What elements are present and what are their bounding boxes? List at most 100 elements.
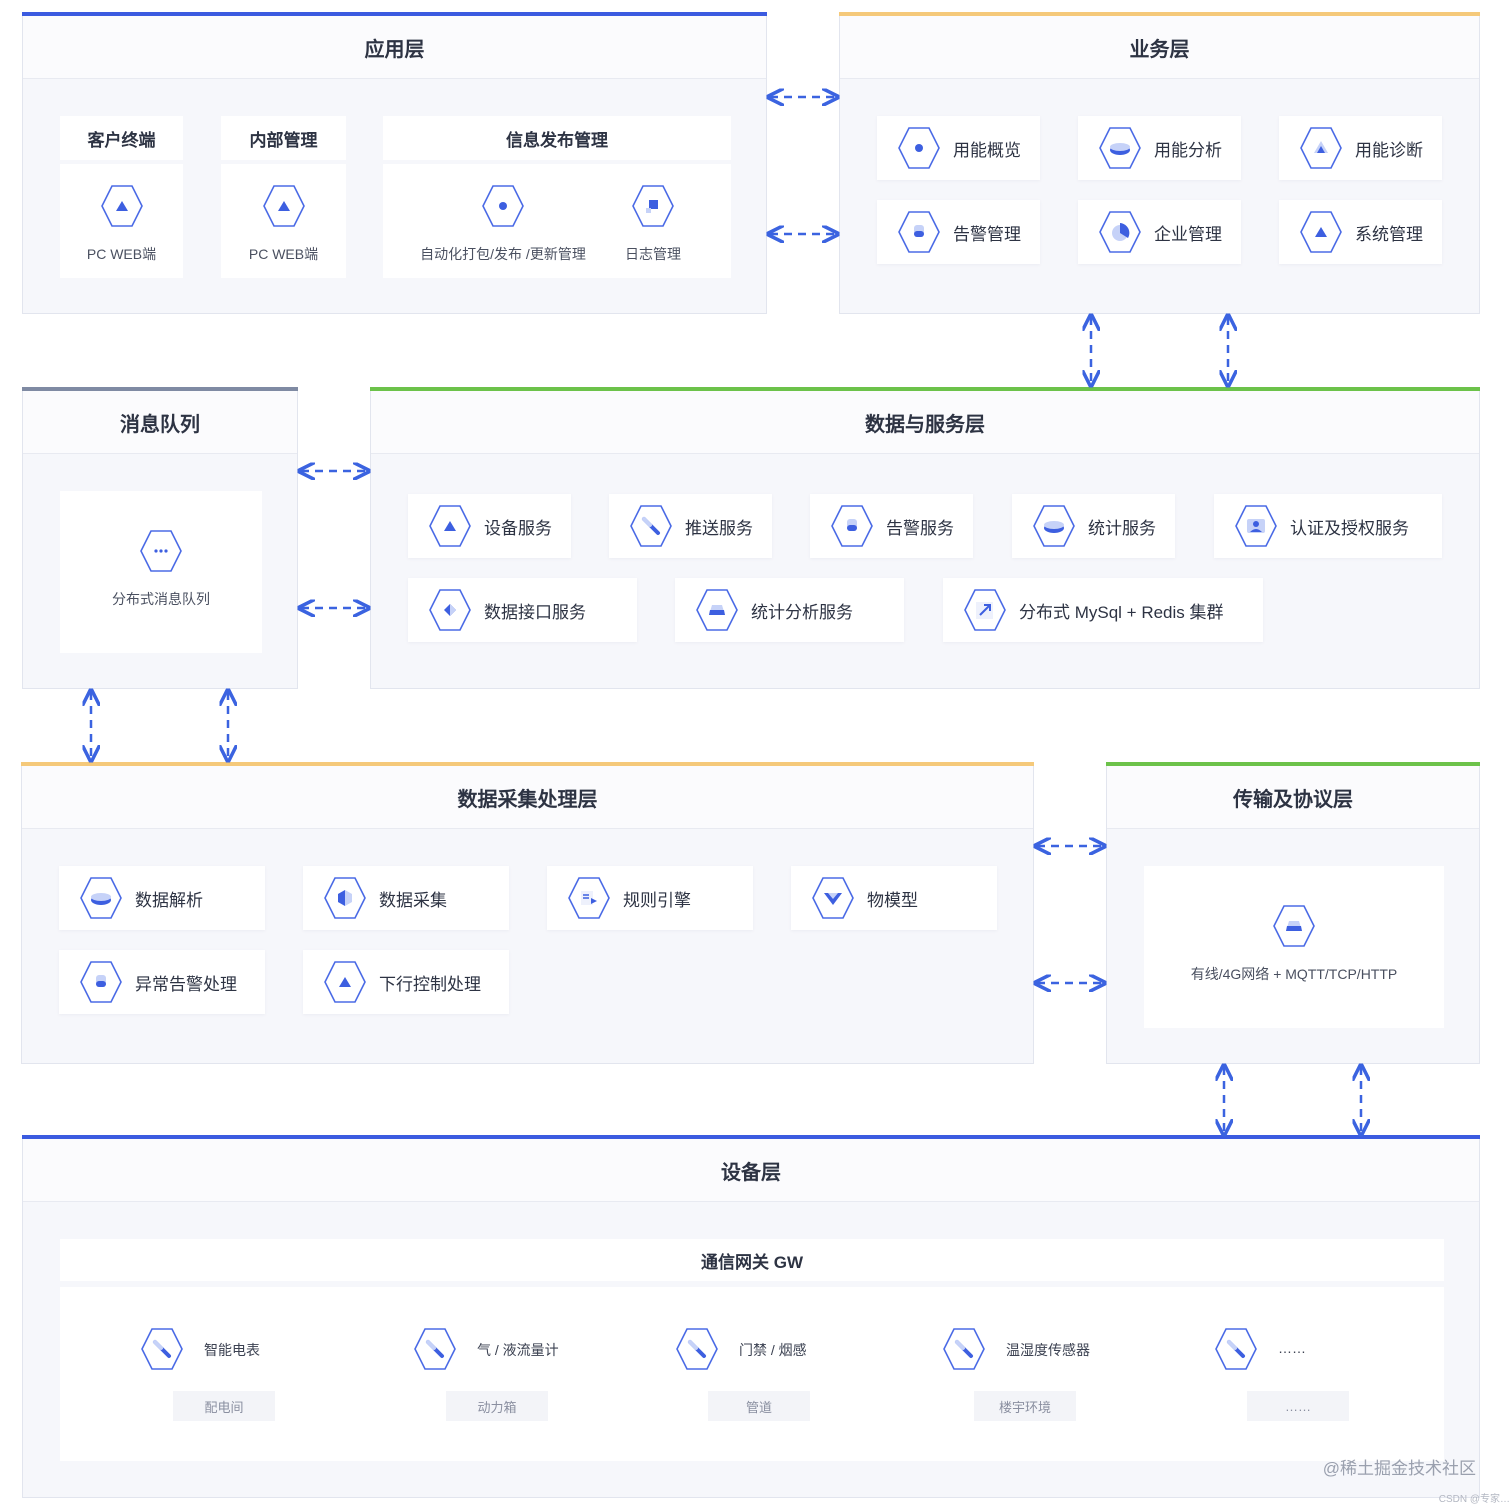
- col-data-parse-label: 数据解析: [135, 890, 203, 910]
- trapezoid-icon: [1273, 905, 1315, 947]
- cube-icon: [324, 877, 366, 919]
- business-layer-panel: 业务层 用能概览 用能分析 用能诊断 告警管理 企业管理 系统管理: [839, 12, 1480, 314]
- log-mgmt-item[interactable]: 日志管理: [603, 184, 703, 264]
- col-alarm-process[interactable]: 异常告警处理: [59, 950, 265, 1014]
- triangle-icon: [1300, 211, 1342, 253]
- publish-mgmt-header: 信息发布管理: [383, 116, 731, 160]
- publish-mgmt-body: 自动化打包/发布 /更新管理 日志管理: [383, 164, 731, 278]
- svc-device[interactable]: 设备服务: [408, 494, 571, 558]
- device-item[interactable]: ……: [1214, 1327, 1354, 1371]
- device-item[interactable]: 温湿度传感器: [942, 1327, 1142, 1371]
- col-rule-engine[interactable]: 规则引擎: [547, 866, 753, 930]
- collection-layer-topline: [21, 762, 1034, 766]
- svc-device-label: 设备服务: [484, 518, 552, 538]
- pen-icon: [141, 1328, 183, 1370]
- app-layer-topline: [22, 12, 767, 16]
- biz-alarm-mgmt[interactable]: 告警管理: [877, 200, 1040, 264]
- svc-statistics-label: 统计服务: [1088, 518, 1156, 538]
- watermark-small: CSDN @专家…: [1438, 1494, 1510, 1505]
- svc-auth[interactable]: 认证及授权服务: [1214, 494, 1442, 558]
- internal-pc-web[interactable]: PC WEB端: [221, 184, 346, 264]
- message-queue-topline: [22, 387, 298, 391]
- device-location-tag: ……: [1247, 1391, 1349, 1421]
- biz-enterprise-mgmt-label: 企业管理: [1154, 224, 1222, 244]
- disc-icon: [1099, 127, 1141, 169]
- message-queue-panel: 消息队列 分布式消息队列: [22, 387, 298, 689]
- log-mgmt-label: 日志管理: [625, 246, 681, 262]
- col-downlink-control[interactable]: 下行控制处理: [303, 950, 509, 1014]
- svc-data-interface[interactable]: 数据接口服务: [408, 578, 637, 642]
- transport-layer-panel: 传输及协议层 有线/4G网络 + MQTT/TCP/HTTP: [1106, 762, 1480, 1064]
- biz-energy-analysis-label: 用能分析: [1154, 140, 1222, 160]
- disc-icon: [80, 877, 122, 919]
- auto-package-item[interactable]: 自动化打包/发布 /更新管理: [393, 184, 613, 264]
- transport-layer-topline: [1106, 762, 1480, 766]
- pen-icon: [943, 1328, 985, 1370]
- col-data-parse[interactable]: 数据解析: [59, 866, 265, 930]
- dot-icon: [898, 127, 940, 169]
- distributed-mq-label: 分布式消息队列: [112, 591, 210, 607]
- diamond-icon: [429, 589, 471, 631]
- biz-energy-analysis[interactable]: 用能分析: [1078, 116, 1241, 180]
- pen-icon: [630, 505, 672, 547]
- down-triangle-icon: [812, 877, 854, 919]
- col-downlink-control-label: 下行控制处理: [379, 974, 481, 994]
- collection-layer-title: 数据采集处理层: [22, 766, 1033, 829]
- client-pc-web-label: PC WEB端: [86, 246, 157, 262]
- device-item[interactable]: 智能电表: [140, 1327, 300, 1371]
- ellipsis-icon: [140, 530, 182, 572]
- col-rule-engine-label: 规则引擎: [623, 890, 691, 910]
- cylinder-icon: [898, 211, 940, 253]
- svc-push[interactable]: 推送服务: [609, 494, 772, 558]
- triangle-icon: [100, 185, 143, 227]
- cylinder-icon: [80, 961, 122, 1003]
- device-layer-topline: [22, 1135, 1480, 1139]
- client-terminal-body: PC WEB端: [60, 164, 183, 278]
- pen-icon: [414, 1328, 456, 1370]
- svc-stat-analysis[interactable]: 统计分析服务: [675, 578, 904, 642]
- device-location-tag: 动力箱: [446, 1391, 548, 1421]
- triangle-icon: [324, 961, 366, 1003]
- trapezoid-icon: [696, 589, 738, 631]
- data-service-layer-title: 数据与服务层: [371, 391, 1479, 454]
- triangle-icon: [429, 505, 471, 547]
- svc-auth-label: 认证及授权服务: [1290, 518, 1409, 538]
- biz-system-mgmt-label: 系统管理: [1355, 224, 1423, 244]
- biz-energy-overview-label: 用能概览: [953, 140, 1021, 160]
- biz-enterprise-mgmt[interactable]: 企业管理: [1078, 200, 1241, 264]
- svc-mysql-redis-label: 分布式 MySql + Redis 集群: [1019, 602, 1224, 622]
- client-pc-web[interactable]: PC WEB端: [60, 184, 183, 264]
- svc-statistics[interactable]: 统计服务: [1012, 494, 1175, 558]
- business-layer-title: 业务层: [840, 16, 1479, 79]
- internal-mgmt-header: 内部管理: [221, 116, 346, 160]
- distributed-mq-item[interactable]: 分布式消息队列: [60, 529, 262, 609]
- col-alarm-process-label: 异常告警处理: [135, 974, 237, 994]
- gateway-header: 通信网关 GW: [60, 1239, 1444, 1281]
- biz-energy-diagnosis[interactable]: 用能诊断: [1279, 116, 1442, 180]
- col-thing-model[interactable]: 物模型: [791, 866, 997, 930]
- device-location-tag: 配电间: [173, 1391, 275, 1421]
- auto-package-label: 自动化打包/发布 /更新管理: [420, 246, 586, 262]
- device-label: 温湿度传感器: [1006, 1342, 1090, 1358]
- biz-system-mgmt[interactable]: 系统管理: [1279, 200, 1442, 264]
- app-layer-title: 应用层: [23, 16, 766, 79]
- svc-stat-analysis-label: 统计分析服务: [751, 602, 853, 622]
- internal-pc-web-label: PC WEB端: [248, 246, 319, 262]
- biz-energy-overview[interactable]: 用能概览: [877, 116, 1040, 180]
- user-icon: [1235, 505, 1277, 547]
- device-label: 门禁 / 烟感: [739, 1342, 807, 1358]
- arrow-up-right-icon: [964, 589, 1006, 631]
- gateway-body: 智能电表 配电间 气 / 液流量计 动力箱 门禁 / 烟感 管道 温湿度传感器 …: [60, 1287, 1444, 1461]
- device-label: 智能电表: [204, 1342, 260, 1358]
- transport-network-item[interactable]: 有线/4G网络 + MQTT/TCP/HTTP: [1144, 904, 1444, 984]
- message-queue-body: 分布式消息队列: [60, 491, 262, 653]
- pen-icon: [676, 1328, 718, 1370]
- col-data-collect-label: 数据采集: [379, 890, 447, 910]
- data-service-layer-topline: [370, 387, 1480, 391]
- business-layer-topline: [839, 12, 1480, 16]
- device-item[interactable]: 门禁 / 烟感: [675, 1327, 875, 1371]
- device-item[interactable]: 气 / 液流量计: [413, 1327, 613, 1371]
- svc-mysql-redis[interactable]: 分布式 MySql + Redis 集群: [943, 578, 1263, 642]
- col-data-collect[interactable]: 数据采集: [303, 866, 509, 930]
- svc-alarm[interactable]: 告警服务: [810, 494, 973, 558]
